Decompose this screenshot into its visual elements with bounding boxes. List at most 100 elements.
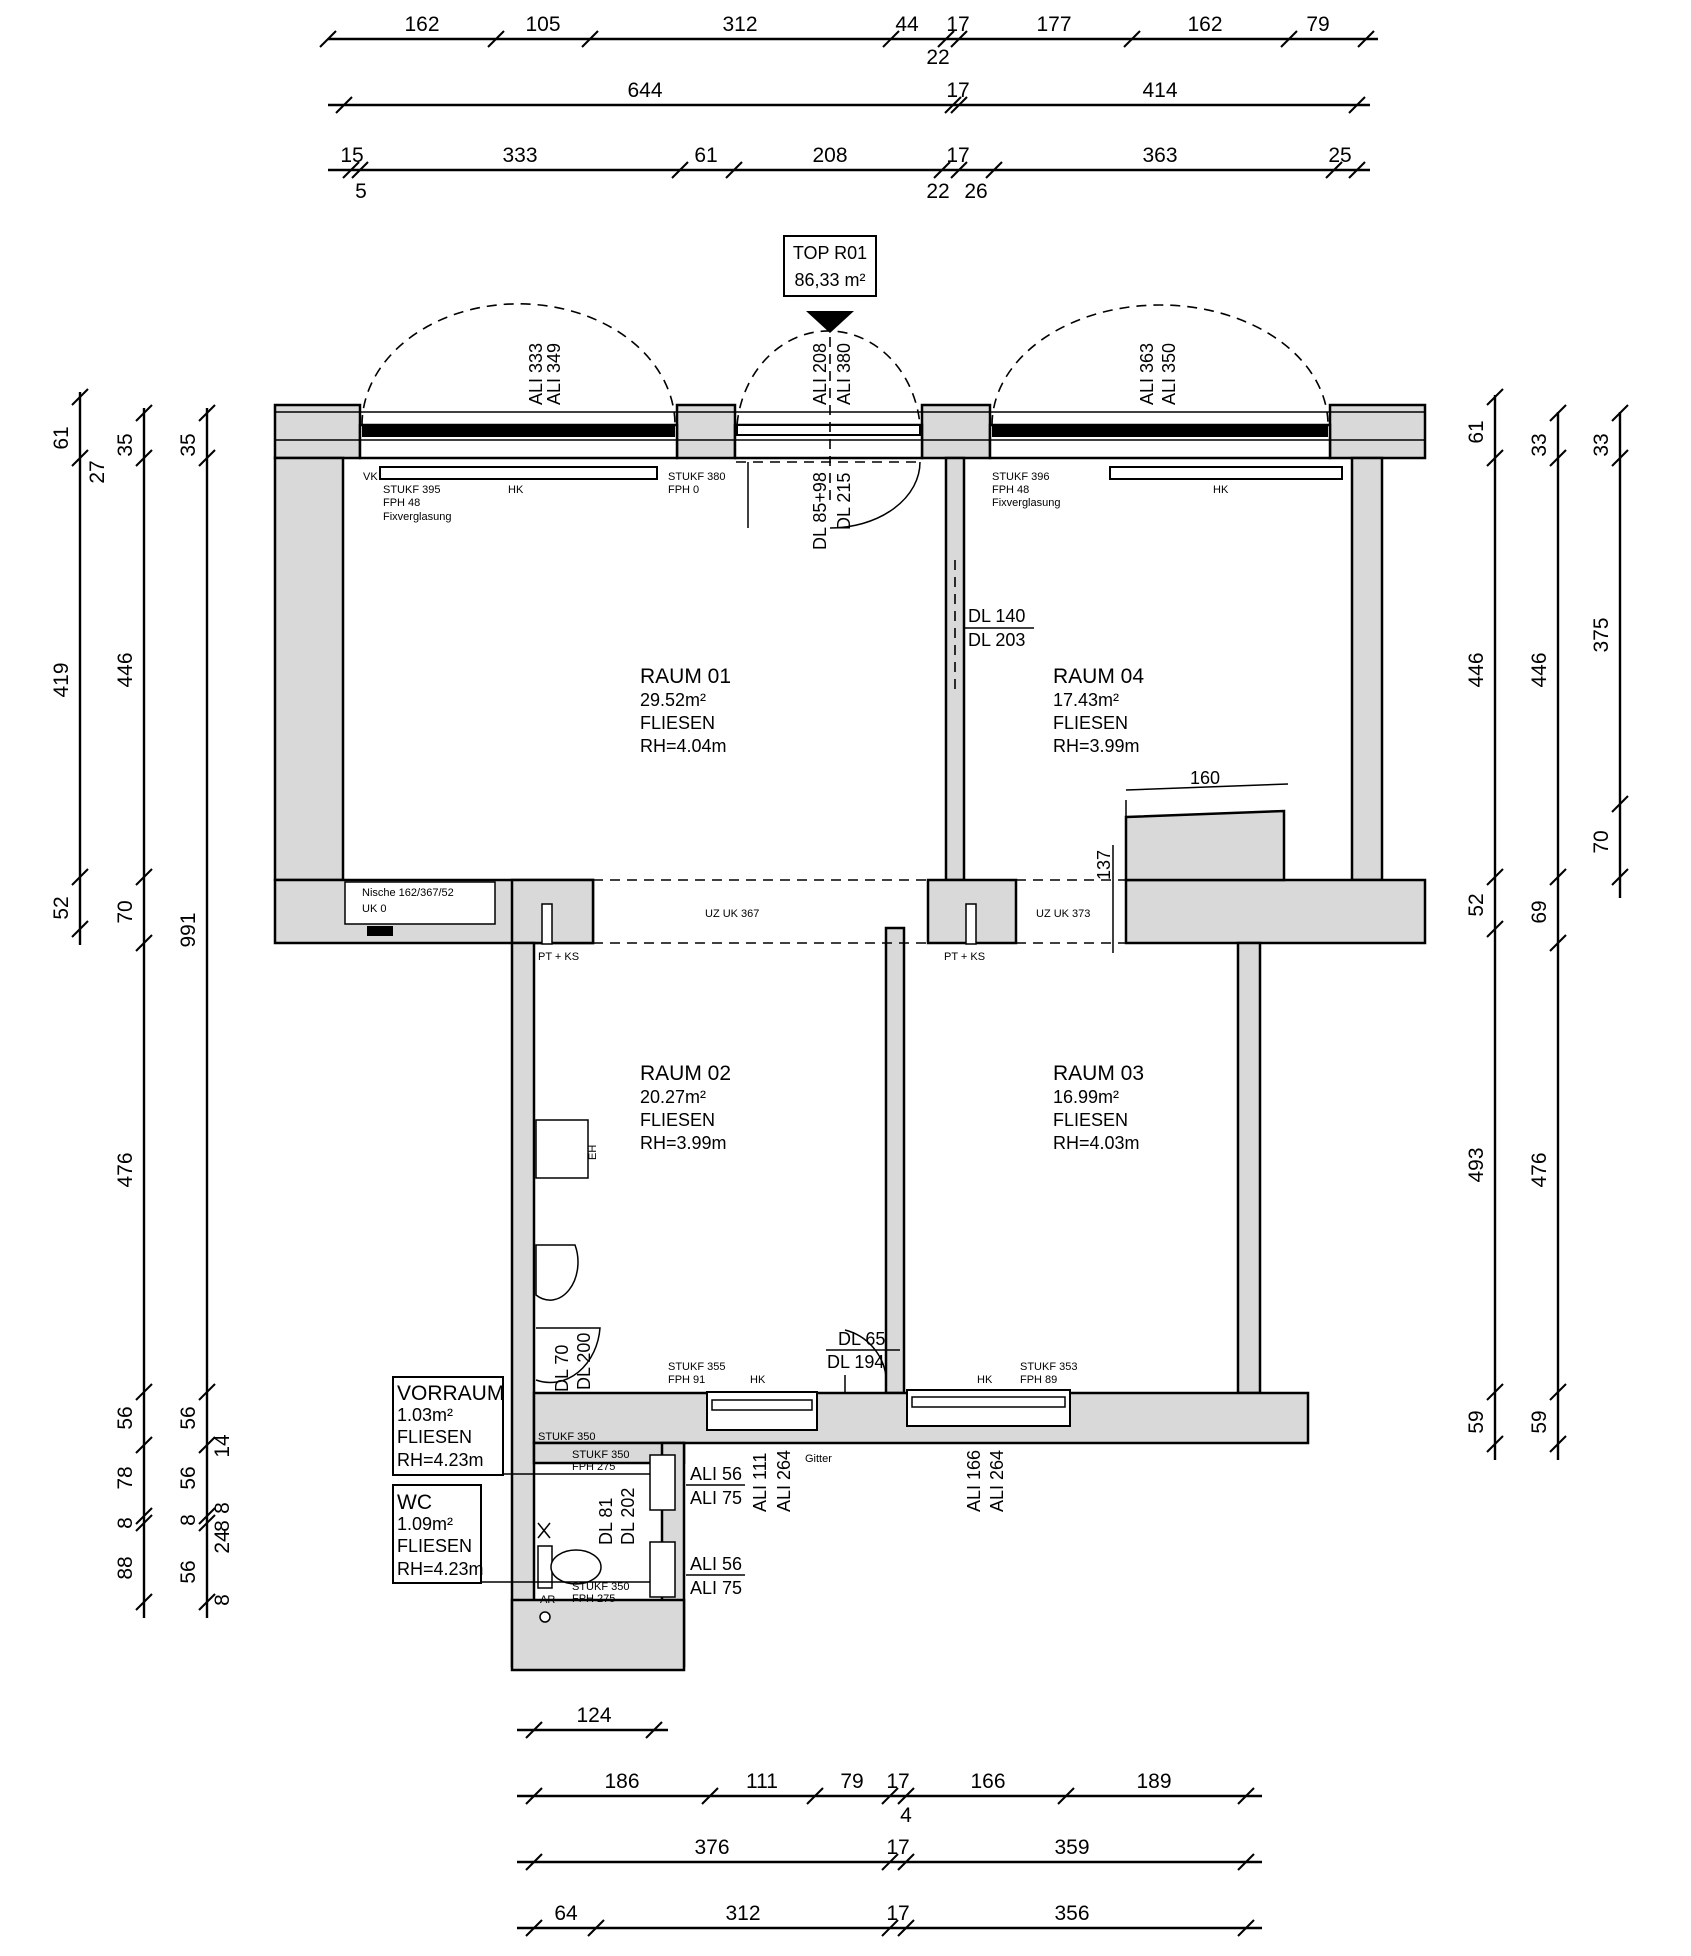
windows — [275, 411, 1425, 480]
ali-166: ALI 166 — [964, 1450, 984, 1512]
ar-label: AR — [540, 1594, 555, 1606]
interior-lines — [344, 320, 1289, 953]
dim-right-2-4: 59 — [1528, 1410, 1551, 1433]
right-dimension-chains: 61 446 52 493 59 33 446 69 476 59 33 375… — [1465, 388, 1629, 1460]
dim-right-1-1: 446 — [1465, 652, 1488, 687]
stukf3-a: STUKF 353 — [1020, 1361, 1077, 1373]
dim-top-r3-3: 208 — [812, 144, 847, 167]
dim-right-2-1: 446 — [1528, 652, 1551, 687]
room-area: 1.09m² — [397, 1514, 453, 1534]
room-area: 1.03m² — [397, 1405, 453, 1425]
dim-left-i-3: 56 — [177, 1466, 200, 1489]
dim-bottom-r1-5: 189 — [1136, 1770, 1171, 1793]
room-height: RH=3.99m — [640, 1133, 727, 1153]
annotations: ALI 333 ALI 349 ALI 208 ALI 380 ALI 363 … — [362, 343, 1229, 1606]
dim-top-r1-2: 312 — [722, 13, 757, 36]
dim-left-i-7: 56 — [177, 1560, 200, 1583]
dim-left-o-0: 61 — [50, 426, 73, 449]
hk-label-3: HK — [977, 1374, 993, 1386]
stukf1-c: Fixverglasung — [383, 511, 451, 523]
ali-264: ALI 264 — [774, 1450, 794, 1512]
room-raum-02: RAUM 02 20.27m² FLIESEN RH=3.99m — [640, 1062, 731, 1153]
dim-top-r1-1: 105 — [525, 13, 560, 36]
dim-top-r2-2: 414 — [1142, 79, 1177, 102]
ali-264-b: ALI 264 — [987, 1450, 1007, 1512]
dim-left-i-6: 8 — [211, 1502, 234, 1514]
dim-top-r2-1: 17 — [946, 79, 969, 102]
vk-label: VK — [363, 471, 378, 483]
dim-bottom-r1-2: 79 — [840, 1770, 863, 1793]
bottom-dimension-chains: 124 186 111 79 17 166 189 4 376 17 359 6… — [517, 1704, 1262, 1937]
room-vorraum: VORRAUM 1.03m² FLIESEN RH=4.23m — [392, 1376, 650, 1476]
uz-uk-367: UZ UK 367 — [705, 908, 759, 920]
room-name: RAUM 02 — [640, 1062, 731, 1085]
stukf2-b: FPH 91 — [668, 1374, 705, 1386]
room-floor: FLIESEN — [640, 713, 715, 733]
ali-vr-a: ALI 56 — [690, 1464, 742, 1484]
dim-top-r1b: 22 — [926, 46, 949, 69]
dim-top-r2-0: 644 — [627, 79, 662, 102]
dim-bottom-r2-1: 17 — [886, 1836, 909, 1859]
dim-left-m-7: 88 — [114, 1556, 137, 1579]
dim-left-m-5: 78 — [114, 1466, 137, 1489]
dim-left-m-4: 56 — [114, 1406, 137, 1429]
room-wc: WC 1.09m² FLIESEN RH=4.23m — [392, 1484, 650, 1584]
dim-left-i-8: 14 — [211, 1434, 234, 1458]
room-area: 16.99m² — [1053, 1087, 1119, 1107]
ali-door-b: ALI 380 — [834, 343, 854, 405]
dim-right-2-2: 69 — [1528, 900, 1551, 923]
stukf-v: STUKF 350 — [538, 1431, 595, 1443]
stukf-v2-a: STUKF 350 — [572, 1449, 629, 1461]
stukf-wc-b: FPH 275 — [572, 1593, 615, 1605]
dl-70: DL 70 — [552, 1345, 572, 1392]
dim-top-r3-0: 15 — [340, 144, 363, 167]
dl-194: DL 194 — [827, 1352, 884, 1372]
pt-ks-2: PT + KS — [944, 951, 985, 963]
dim-left-i-0: 35 — [177, 433, 200, 456]
dim-left-m-6: 8 — [114, 1517, 137, 1529]
dim-top-r1-3: 44 — [895, 13, 919, 36]
dim-right-2-3: 476 — [1528, 1152, 1551, 1187]
door-swing-icon — [535, 1327, 601, 1384]
dim-bottom-r2-0: 376 — [694, 1836, 729, 1859]
stukf4-a: STUKF 396 — [992, 471, 1049, 483]
dim-bottom-r3-3: 356 — [1054, 1902, 1089, 1925]
room-raum-04: RAUM 04 17.43m² FLIESEN RH=3.99m — [1053, 665, 1144, 756]
unit-label-area: 86,33 m² — [794, 270, 865, 290]
dim-right-1-3: 493 — [1465, 1147, 1488, 1182]
dim-bottom-r1-3: 17 — [886, 1770, 909, 1793]
room-height: RH=4.04m — [640, 736, 727, 756]
dl-200: DL 200 — [574, 1333, 594, 1390]
uz-uk-373: UZ UK 373 — [1036, 908, 1090, 920]
bottom-windows — [649, 1329, 1071, 1598]
dim-left-i-4: 8 — [177, 1514, 200, 1526]
dim-top-r1-6: 162 — [1187, 13, 1222, 36]
dim-bottom-r2-2: 359 — [1054, 1836, 1089, 1859]
stukf1-a: STUKF 395 — [383, 484, 440, 496]
ali-111: ALI 111 — [750, 1453, 770, 1512]
stukf4-b: FPH 48 — [992, 484, 1029, 496]
dim-bottom-r1-0: 186 — [604, 1770, 639, 1793]
dim-top-r3-2: 61 — [694, 144, 717, 167]
stukf4-c: Fixverglasung — [992, 497, 1060, 509]
dim-bottom-r1-4: 166 — [970, 1770, 1005, 1793]
dim-bottom-seg: 124 — [576, 1704, 611, 1727]
dim-bottom-r3-0: 64 — [554, 1902, 578, 1925]
pt-ks-1: PT + KS — [538, 951, 579, 963]
room-floor: FLIESEN — [397, 1427, 472, 1447]
room-name: RAUM 03 — [1053, 1062, 1144, 1085]
dim-right-3-1: 375 — [1590, 617, 1613, 652]
room-name: WC — [397, 1491, 432, 1514]
dim-left-m-1: 446 — [114, 652, 137, 687]
nische-a: Nische 162/367/52 — [362, 887, 454, 899]
dim-left-m-3: 476 — [114, 1152, 137, 1187]
dl-203: DL 203 — [968, 630, 1025, 650]
gitter-label: Gitter — [805, 1453, 832, 1465]
dim-137: 137 — [1094, 850, 1114, 880]
fixtures — [535, 1119, 602, 1623]
dim-right-3-2: 70 — [1590, 830, 1613, 853]
ali-door-a: ALI 208 — [810, 343, 830, 405]
room-area: 29.52m² — [640, 690, 706, 710]
ali-w3-a: ALI 363 — [1137, 343, 1157, 405]
room-raum-01: RAUM 01 29.52m² FLIESEN RH=4.04m — [640, 665, 731, 756]
